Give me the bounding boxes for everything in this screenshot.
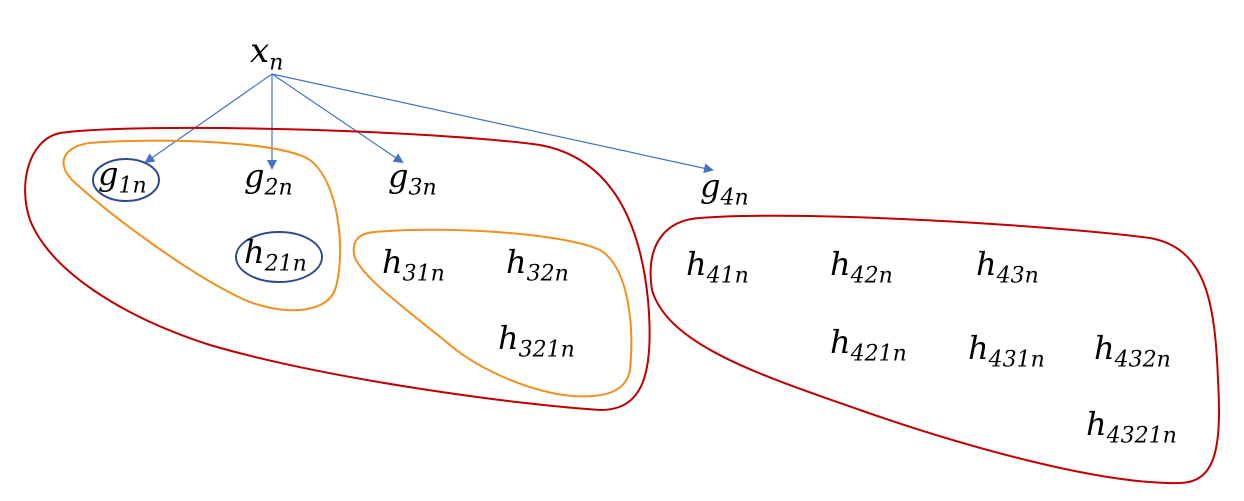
node-h4321: h4321n bbox=[1086, 405, 1177, 449]
arrow-to-g4 bbox=[271, 73, 714, 174]
node-h42: h42n bbox=[830, 245, 893, 289]
inner-group-g1 bbox=[92, 158, 160, 202]
outer-group-right bbox=[649, 214, 1221, 485]
node-h31: h31n bbox=[382, 243, 445, 287]
node-g3: g3n bbox=[388, 157, 437, 201]
middle-group-a bbox=[62, 139, 342, 312]
node-g4: g4n bbox=[700, 167, 749, 211]
arrow-to-g3 bbox=[271, 73, 404, 164]
middle-group-b bbox=[352, 228, 633, 398]
node-h43: h43n bbox=[976, 245, 1039, 289]
node-h41: h41n bbox=[686, 245, 749, 289]
outer-group-left bbox=[24, 126, 651, 412]
inner-group-h21 bbox=[235, 231, 323, 283]
node-h431: h431n bbox=[968, 329, 1045, 373]
node-h421: h421n bbox=[830, 323, 907, 367]
node-h32: h32n bbox=[506, 243, 569, 287]
node-h432: h432n bbox=[1094, 329, 1171, 373]
source-node-x: xn bbox=[250, 31, 284, 76]
node-h321: h321n bbox=[498, 319, 575, 363]
arrow-to-g1 bbox=[144, 73, 273, 164]
node-g2: g2n bbox=[244, 157, 293, 201]
node-g1: g1n bbox=[98, 155, 147, 199]
node-h21: h21n bbox=[244, 233, 307, 277]
